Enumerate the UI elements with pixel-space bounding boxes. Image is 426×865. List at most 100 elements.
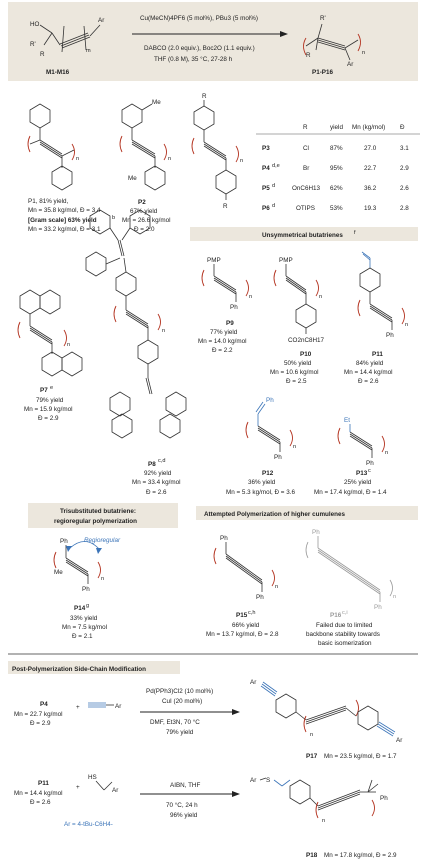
r2-cond2: 70 °C, 24 h <box>166 801 198 809</box>
r2-cond1: AIBN, THF <box>170 782 200 789</box>
atom-n: n <box>362 50 365 56</box>
p9-d: Đ = 2.2 <box>212 347 233 354</box>
table-row-id: P3 <box>262 145 270 152</box>
r2-thiol: HS Ar <box>88 774 118 794</box>
p14-sup: g <box>86 603 89 609</box>
reaction-band <box>8 2 418 81</box>
atom-rprime: R' <box>30 41 36 48</box>
atom-n: n <box>405 322 408 328</box>
p11-d: Đ = 2.6 <box>358 378 379 385</box>
svg-text:n: n <box>76 156 79 162</box>
p2-structure: Me Me n <box>119 99 171 191</box>
p14-id: P14 <box>74 605 86 612</box>
atom-n: n <box>275 584 278 590</box>
ppm-header: Post-Polymerization Side-Chain Modificat… <box>12 666 146 673</box>
atom-me: Me <box>54 569 63 576</box>
table-row-mn: 19.3 <box>364 205 377 212</box>
table-row-mn: 22.7 <box>364 165 377 172</box>
p13-sup: c <box>368 468 371 474</box>
p8-mn: Mn = 33.4 kg/mol <box>132 479 180 486</box>
p18-data: Mn = 17.8 kg/mol, Đ = 2.9 <box>324 852 397 859</box>
atom-ph: Ph <box>312 529 320 536</box>
p1-structure: n <box>27 103 79 191</box>
atom-n: n <box>393 594 396 600</box>
svg-text:n: n <box>168 156 171 162</box>
atom-n: n <box>310 732 313 738</box>
reactant-label: M1-M16 <box>46 69 70 76</box>
p1-line1: P1, 81% yield, <box>28 198 69 205</box>
p8-structure: n <box>85 209 187 439</box>
table-row-d: 2.6 <box>400 185 409 192</box>
atom-ph: Ph <box>274 454 282 461</box>
svg-text:n: n <box>240 158 243 164</box>
p18-structure: Ar S Ph n <box>250 777 388 824</box>
p11-structure: Ph n <box>357 251 408 339</box>
table-header-d: Đ <box>400 124 405 131</box>
atom-ho: HO <box>30 21 40 28</box>
p14-structure: Ph Me Ph n Regioregular <box>53 537 121 593</box>
r1-alkyne: Ar <box>88 702 121 710</box>
p15-yield: 66% yield <box>232 622 260 629</box>
higher-header: Attempted Polymerization of higher cumul… <box>204 511 345 518</box>
p14-yield: 33% yield <box>70 615 98 622</box>
atom-ph: Ph <box>374 604 382 611</box>
atom-pmp: PMP <box>279 257 293 264</box>
atom-ph: Ph <box>266 397 274 404</box>
p9-yield: 77% yield <box>210 329 238 336</box>
table-row-yield: 87% <box>330 145 343 152</box>
atom-r: R <box>40 51 45 58</box>
product-label: P1-P16 <box>312 69 334 76</box>
atom-ph: Ph <box>366 460 374 467</box>
p8-sup: c,d <box>158 458 165 464</box>
p7-id: P7 <box>40 387 48 394</box>
p1-line3: [Gram scale] 63% yield <box>28 217 97 224</box>
table-row-yield: 62% <box>330 185 343 192</box>
atom-ph: Ph <box>60 538 68 545</box>
p12-structure: Ph Ph n <box>245 397 296 461</box>
p12-mn: Mn = 5.3 kg/mol, Đ = 3.6 <box>226 489 295 496</box>
table-header-mn: Mn (kg/mol) <box>352 124 385 131</box>
table-row-mn: 27.0 <box>364 145 377 152</box>
atom-n: n <box>101 576 104 582</box>
p13-structure: Et Ph n <box>337 417 388 467</box>
r1-alkyne-ar: Ar <box>115 703 121 710</box>
p16-sup: c,i <box>342 610 348 616</box>
p8-yield: 92% yield <box>144 470 172 477</box>
r1-mn: Mn = 22.7 kg/mol <box>14 711 62 718</box>
table-row-d: 2.9 <box>400 165 409 172</box>
p12-id: P12 <box>262 470 274 477</box>
p15-mn: Mn = 13.7 kg/mol, Đ = 2.8 <box>206 631 279 638</box>
r1-cond3: DMF, Et3N, 70 °C <box>150 718 200 726</box>
atom-ph: Ph <box>82 586 90 593</box>
p11-yield: 84% yield <box>356 360 384 367</box>
svg-text:R: R <box>223 203 228 210</box>
p16-structure: Ph Ph n <box>305 529 396 611</box>
atom-ar: Ar <box>347 61 353 68</box>
p12-yield: 36% yield <box>248 479 276 486</box>
p2-mn: Mn = 26.6 kg/mol <box>122 217 170 224</box>
r1-d: Đ = 2.9 <box>30 720 51 727</box>
p7-structure: n <box>17 289 83 377</box>
p8-id: P8 <box>148 461 156 468</box>
tri-header-line2: regioregular polymerization <box>54 518 137 525</box>
r2-mn: Mn = 14.4 kg/mol <box>14 790 62 797</box>
atom-et: Et <box>344 417 350 424</box>
atom-ar: Ar <box>250 679 256 686</box>
p15-id: P15 <box>236 612 248 619</box>
r2-reactant: P11 <box>38 780 49 787</box>
r1-reactant: P4 <box>40 701 48 708</box>
table-row-yield: 53% <box>330 205 343 212</box>
atom-rprime: R' <box>320 15 326 22</box>
p16-id: P16 <box>330 612 342 619</box>
r1-plus: + <box>76 704 80 711</box>
unsym-header: Unsymmetrical butatrienes <box>262 232 343 239</box>
p9-structure: PMP Ph n <box>201 257 252 311</box>
p3-p6-structure: R R n <box>191 93 243 210</box>
atom-n: n <box>293 444 296 450</box>
p2-me-bottom: Me <box>128 175 137 182</box>
p1-line4: Mn = 33.2 kg/mol, Đ = 3.1 <box>28 226 101 233</box>
p7-mn: Mn = 15.9 kg/mol <box>24 406 72 413</box>
table-row-r: Cl <box>303 145 309 152</box>
svg-text:n: n <box>162 328 165 334</box>
